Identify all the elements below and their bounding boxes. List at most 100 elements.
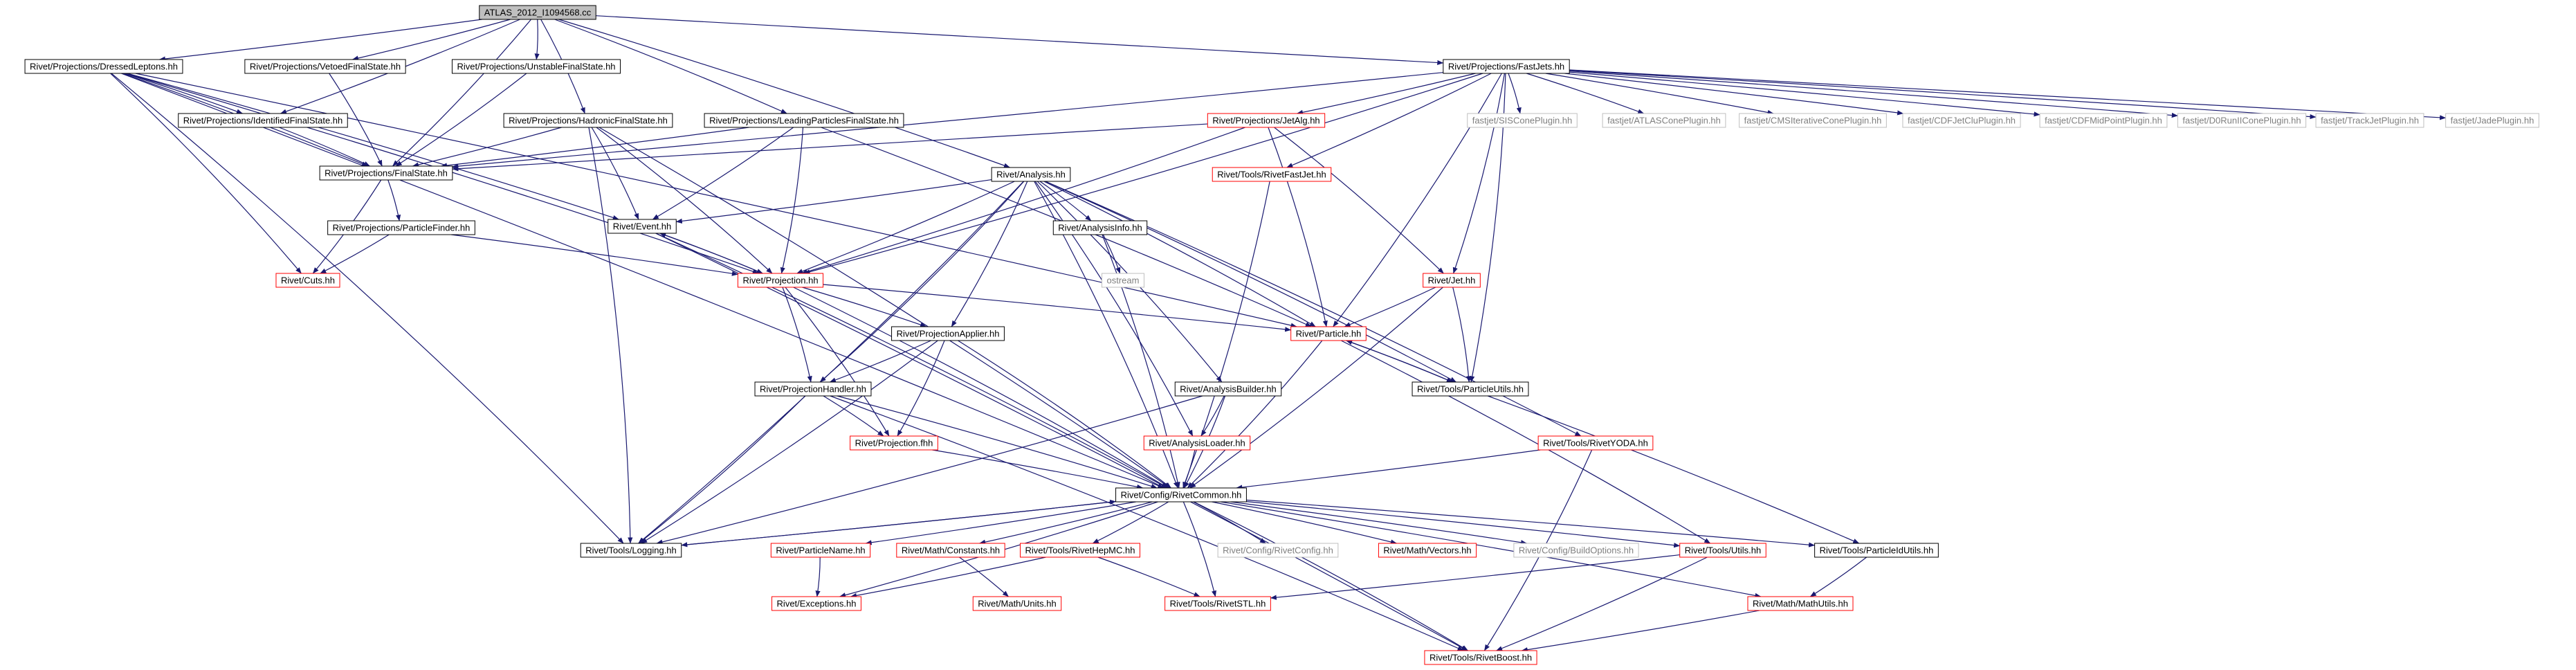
node-rivetyoda[interactable]: Rivet/Tools/RivetYODA.hh [1537,435,1654,451]
node-label-particle: Rivet/Particle.hh [1296,329,1362,339]
node-rivetcommon[interactable]: Rivet/Config/RivetCommon.hh [1115,487,1247,502]
node-box-projapplier [891,326,1005,341]
node-label-vetoed: Rivet/Projections/VetoedFinalState.hh [250,62,401,72]
node-box-dressed [24,59,183,74]
node-box-analysisloader [1143,435,1251,451]
node-projection[interactable]: Rivet/Projection.hh [737,273,824,288]
edge-event-to-rivetboost [655,233,1468,651]
node-box-fastjets [1443,59,1570,74]
node-label-analysisbuilder: Rivet/AnalysisBuilder.hh [1180,384,1276,395]
node-projhandler[interactable]: Rivet/ProjectionHandler.hh [754,381,872,397]
node-label-leading: Rivet/Projections/LeadingParticlesFinalS… [709,116,899,126]
node-particleidutils[interactable]: Rivet/Tools/ParticleIdUtils.hh [1814,543,1939,558]
node-label-jade: fastjet/JadePlugin.hh [2451,116,2534,126]
node-label-exceptions: Rivet/Exceptions.hh [777,599,857,609]
edge-rivethepmc-to-exceptions [850,556,1046,598]
node-rivethepmc[interactable]: Rivet/Tools/RivetHepMC.hh [1020,543,1140,558]
edge-rivethepmc-to-rivetstl [1097,556,1200,597]
node-label-event: Rivet/Event.hh [613,221,672,232]
edge-fastjets-to-jet [1452,73,1506,274]
edge-rivetcommon-to-rivetboost [1194,501,1468,651]
edge-projection-to-particle [823,284,1292,332]
edge-fastjets-to-cdfmid [1569,71,2040,117]
node-identified[interactable]: Rivet/Projections/IdentifiedFinalState.h… [178,113,348,128]
node-analysisloader[interactable]: Rivet/AnalysisLoader.hh [1143,435,1251,451]
node-constants[interactable]: Rivet/Math/Constants.hh [896,543,1005,558]
node-box-jetalg [1207,113,1326,128]
node-fastjets[interactable]: Rivet/Projections/FastJets.hh [1443,59,1570,74]
node-rivetstl[interactable]: Rivet/Tools/RivetSTL.hh [1164,596,1271,611]
edge-projapplier-to-rivetcommon [958,340,1171,489]
node-label-analysisloader: Rivet/AnalysisLoader.hh [1149,438,1245,449]
node-mathunits[interactable]: Rivet/Math/Units.hh [972,596,1062,611]
node-mathutils[interactable]: Rivet/Math/MathUtils.hh [1747,596,1854,611]
node-label-siscone: fastjet/SISConePlugin.hh [1472,116,1573,126]
edge-projapplier-to-projhandler [829,340,931,383]
node-label-cdfjetclu: fastjet/CDFJetCluPlugin.hh [1908,116,2016,126]
edge-hadronic-to-rivetcommon [599,127,1171,489]
node-projapplier[interactable]: Rivet/ProjectionApplier.hh [891,326,1005,341]
node-analysis[interactable]: Rivet/Analysis.hh [991,167,1071,182]
node-dressed[interactable]: Rivet/Projections/DressedLeptons.hh [24,59,183,74]
node-toolsutils[interactable]: Rivet/Tools/Utils.hh [1679,543,1766,558]
node-label-particleutils: Rivet/Tools/ParticleUtils.hh [1417,384,1524,395]
node-particlename[interactable]: Rivet/ParticleName.hh [770,543,871,558]
node-exceptions[interactable]: Rivet/Exceptions.hh [771,596,861,611]
node-hadronic[interactable]: Rivet/Projections/HadronicFinalState.hh [503,113,673,128]
edge-fastjets-to-particle [1333,73,1502,327]
node-box-hadronic [503,113,673,128]
node-buildoptions: Rivet/Config/BuildOptions.hh [1513,543,1639,558]
edge-rivetcommon-to-mathutils [1220,501,1762,598]
node-box-constants [896,543,1005,558]
edge-hadronic-to-finalstate [412,127,562,168]
node-label-buildoptions: Rivet/Config/BuildOptions.hh [1519,545,1634,556]
node-event[interactable]: Rivet/Event.hh [608,219,677,234]
edge-dressed-to-event [127,73,619,220]
edge-dressed-to-rivetcommon [120,73,1164,489]
node-mathvectors[interactable]: Rivet/Math/Vectors.hh [1378,543,1477,558]
edge-toolsutils-to-rivetstl [1270,554,1680,600]
node-vetoed[interactable]: Rivet/Projections/VetoedFinalState.hh [244,59,406,74]
node-box-rivetcommon [1115,487,1247,502]
node-jetalg[interactable]: Rivet/Projections/JetAlg.hh [1207,113,1326,128]
node-box-leading [704,113,904,128]
node-finalstate[interactable]: Rivet/Projections/FinalState.hh [319,165,453,181]
node-rivetboost[interactable]: Rivet/Tools/RivetBoost.hh [1424,650,1537,665]
node-jet[interactable]: Rivet/Jet.hh [1423,273,1481,288]
node-particle[interactable]: Rivet/Particle.hh [1290,326,1367,341]
node-rivetfastjet[interactable]: Rivet/Tools/RivetFastJet.hh [1212,167,1332,182]
node-unstable[interactable]: Rivet/Projections/UnstableFinalState.hh [451,59,621,74]
edge-fastjets-to-cdfjetclu [1564,73,1904,116]
node-box-particle [1290,326,1367,341]
edge-dressed-to-particle [135,73,1297,328]
node-label-analysis: Rivet/Analysis.hh [996,170,1066,180]
node-analysisbuilder[interactable]: Rivet/AnalysisBuilder.hh [1174,381,1282,397]
node-box-projhandler [754,381,872,397]
edge-toolsutils-to-rivetboost [1496,556,1708,651]
node-cuts[interactable]: Rivet/Cuts.hh [275,273,340,288]
node-projfhh[interactable]: Rivet/Projection.fhh [850,435,938,451]
node-box-ostream [1102,273,1144,288]
node-label-particlename: Rivet/ParticleName.hh [776,545,865,556]
edge-analysisbuilder-to-analysisloader [1200,395,1225,437]
node-particleutils[interactable]: Rivet/Tools/ParticleUtils.hh [1412,381,1529,397]
node-rivetconfig: Rivet/Config/RivetConfig.hh [1217,543,1339,558]
node-box-projfhh [850,435,938,451]
node-analysisinfo[interactable]: Rivet/AnalysisInfo.hh [1052,220,1148,235]
node-box-cdfjetclu [1902,113,2021,128]
node-logging[interactable]: Rivet/Tools/Logging.hh [580,543,682,558]
edge-analysis-to-logging [638,181,1024,544]
edge-fastjets-to-cmscone [1545,73,1774,115]
node-label-identified: Rivet/Projections/IdentifiedFinalState.h… [183,116,343,126]
edge-rivetcommon-to-particleidutils [1246,499,1816,547]
node-box-cmscone [1739,113,1887,128]
node-box-rivetstl [1164,596,1271,611]
node-box-cdfmid [2039,113,2168,128]
node-leading[interactable]: Rivet/Projections/LeadingParticlesFinalS… [704,113,904,128]
node-label-unstable: Rivet/Projections/UnstableFinalState.hh [457,62,615,72]
node-label-ostream: ostream [1107,275,1140,286]
edge-dressed-to-cuts [110,73,302,274]
edge-particle-to-toolsutils [1340,340,1711,544]
node-box-root [479,5,596,20]
node-particlefinder[interactable]: Rivet/Projections/ParticleFinder.hh [327,220,475,235]
